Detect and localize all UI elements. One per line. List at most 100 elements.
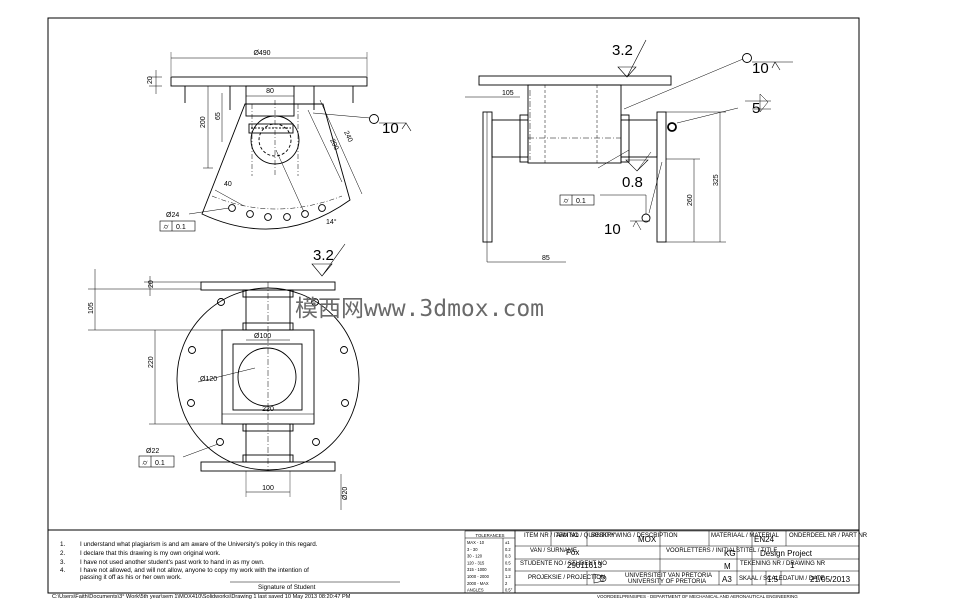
tb-projection-label: PROJEKSIE / PROJECTION bbox=[528, 575, 605, 581]
dim-height: 200 bbox=[200, 116, 207, 128]
dim-height-2: 260 bbox=[687, 194, 694, 206]
dim-bottom-flange-thickness: 20 bbox=[148, 280, 155, 288]
tolerance-value: 2 bbox=[505, 581, 508, 586]
tb-units: M bbox=[724, 562, 731, 571]
title-block-text: ITEM NR / ITEM NO AANTAL / QUANTITY BESK… bbox=[520, 533, 868, 599]
boss bbox=[245, 85, 295, 117]
watermark: 模西网www.3dmox.com bbox=[295, 296, 544, 322]
tolerance-value: 0.3 bbox=[505, 554, 511, 559]
tb-date-label: DATUM / DATE bbox=[783, 576, 824, 582]
tb-footer: VOORDEELPRINSIPES · DEPARTMENT OF MECHAN… bbox=[597, 594, 798, 599]
signature-label: Signature of Student bbox=[258, 584, 316, 591]
tb-mass-unit: KG bbox=[724, 549, 736, 558]
dim-base-length: 85 bbox=[542, 255, 550, 262]
dim-bottom-hole-diameter: Ø22 bbox=[146, 448, 159, 455]
dim-offset: 40 bbox=[224, 181, 232, 188]
bolt-holes bbox=[228, 204, 326, 221]
dim-shaft-diameter: Ø100 bbox=[254, 333, 271, 340]
top-flange bbox=[170, 76, 368, 87]
decl-num-4: 4. bbox=[60, 567, 66, 574]
dim-box-height: 220 bbox=[148, 356, 155, 368]
declaration-block: 1. I understand what plagiarism is and a… bbox=[48, 529, 859, 591]
tb-qty-label: AANTAL / QUANTITY bbox=[556, 533, 614, 539]
dim-radius-inner: 200 bbox=[328, 138, 339, 152]
tb-drawing-value: 1 bbox=[790, 561, 795, 570]
tb-name-value: Fox bbox=[566, 548, 579, 557]
tb-part-label: ONDERDEEL NR / PART NR bbox=[789, 533, 868, 539]
roughness-fine: 0.8 bbox=[622, 174, 643, 191]
tolerance-range: MAX - 10 bbox=[467, 540, 485, 545]
tb-material-label: MATERIAAL / MATERIAL bbox=[711, 533, 780, 539]
dim-radius: 240 bbox=[342, 130, 353, 144]
tolerance-title: TOLERANCES bbox=[475, 533, 504, 538]
tb-desc-label: BESKRYWING / DESCRIPTION bbox=[591, 533, 678, 539]
tolerance-value: ±1 bbox=[505, 540, 510, 545]
tb-student-value: 29011613 bbox=[567, 561, 603, 570]
dim-bore-diameter: Ø120 bbox=[200, 376, 217, 383]
dim-hole-diameter: Ø24 bbox=[166, 212, 179, 219]
decl-line-3: I have not used another student's past w… bbox=[80, 559, 265, 566]
decl-line-4: I have not allowed, and will not allow, … bbox=[80, 567, 309, 574]
roughness-right: 10 bbox=[752, 60, 769, 77]
roughness-bottom: 10 bbox=[604, 221, 621, 238]
center-bore bbox=[237, 347, 297, 407]
flatness-symbol: ⌭ bbox=[163, 224, 168, 231]
dim-boss-width: 80 bbox=[266, 88, 274, 95]
bottom-bolt-holes bbox=[187, 298, 349, 446]
tb-title-label: TITEL / TITLE bbox=[740, 548, 777, 554]
tb-drawing-label: TEKENING NR / DRAWING NR bbox=[740, 561, 826, 567]
side-central-box bbox=[527, 84, 622, 164]
file-path: C:\Users\Faith\Documents\3° Work\5th yea… bbox=[52, 594, 351, 600]
tolerance-range: 2000 - MAX bbox=[467, 581, 489, 586]
tb-item-label: ITEM NR / ITEM NO bbox=[524, 533, 579, 539]
tolerance-range: 1000 - 2000 bbox=[467, 574, 490, 579]
tolerance-range: ANGLES bbox=[467, 588, 484, 593]
tolerance-text: TOLERANCES bbox=[475, 533, 504, 538]
tolerance-value: 0.8 bbox=[505, 567, 511, 572]
bottom-flatness-symbol: ⌭ bbox=[142, 460, 147, 467]
projection-symbol-icon bbox=[593, 573, 607, 584]
tb-sheet-size: A3 bbox=[722, 575, 732, 584]
roughness-value: 10 bbox=[382, 120, 399, 137]
side-flatness-value: 0.1 bbox=[576, 198, 586, 205]
tolerance-value: 1.2 bbox=[505, 574, 511, 579]
bottom-flatness-value: 0.1 bbox=[155, 460, 165, 467]
decl-num-2: 2. bbox=[60, 550, 66, 557]
front-view-dimensions: Ø490 20 200 80 65 240 200 40 14° Ø24 ⌭ 0… bbox=[147, 50, 399, 232]
tb-scale-value: 1:5 bbox=[767, 575, 779, 584]
decl-num-3: 3. bbox=[60, 559, 66, 566]
tb-scale-label: SKAAL / SCALE bbox=[739, 576, 783, 582]
decl-line-1: I understand what plagiarism is and am a… bbox=[80, 541, 318, 548]
weld-size: 5 bbox=[752, 100, 760, 117]
tb-material-value: EN24 bbox=[754, 535, 775, 544]
decl-line-2: I declare that this drawing is my own or… bbox=[80, 550, 221, 557]
tb-name-label: VAN / SURNAME bbox=[530, 548, 577, 554]
tolerance-value: 0.5° bbox=[505, 588, 513, 593]
side-view bbox=[465, 39, 793, 263]
title-block-grid bbox=[514, 530, 860, 594]
tolerance-range: 30 - 120 bbox=[467, 554, 483, 559]
side-top-flange bbox=[478, 75, 672, 86]
dim-boss-depth: 65 bbox=[215, 112, 222, 120]
dim-flange-thickness: 20 bbox=[147, 76, 154, 84]
side-left-shaft bbox=[491, 119, 529, 158]
tb-date-value: 21/05/2013 bbox=[810, 575, 851, 584]
tb-title-value: Design Project bbox=[760, 549, 813, 558]
decl-line-4b: passing it off as his or her own work. bbox=[80, 574, 182, 581]
dim-shaft-length: 105 bbox=[502, 90, 514, 97]
dim-height-1: 325 bbox=[713, 174, 720, 186]
dim-foot-diameter: Ø20 bbox=[342, 487, 349, 500]
tolerance-value: 0.5 bbox=[505, 560, 511, 565]
tb-desc-value: MOX bbox=[638, 535, 657, 544]
tb-initials-label: VOORLETTERS / INITIALS bbox=[666, 548, 740, 554]
roughness-top: 3.2 bbox=[612, 42, 633, 59]
side-flatness-symbol: ⌭ bbox=[563, 198, 568, 205]
tolerance-range: 315 - 1000 bbox=[467, 567, 487, 572]
flatness-value: 0.1 bbox=[176, 224, 186, 231]
dim-angle: 14° bbox=[326, 218, 337, 226]
tb-university-en: UNIVERSITY OF PRETORIA bbox=[628, 579, 706, 585]
bottom-view bbox=[88, 243, 360, 510]
tolerance-range: 120 - 315 bbox=[467, 560, 485, 565]
